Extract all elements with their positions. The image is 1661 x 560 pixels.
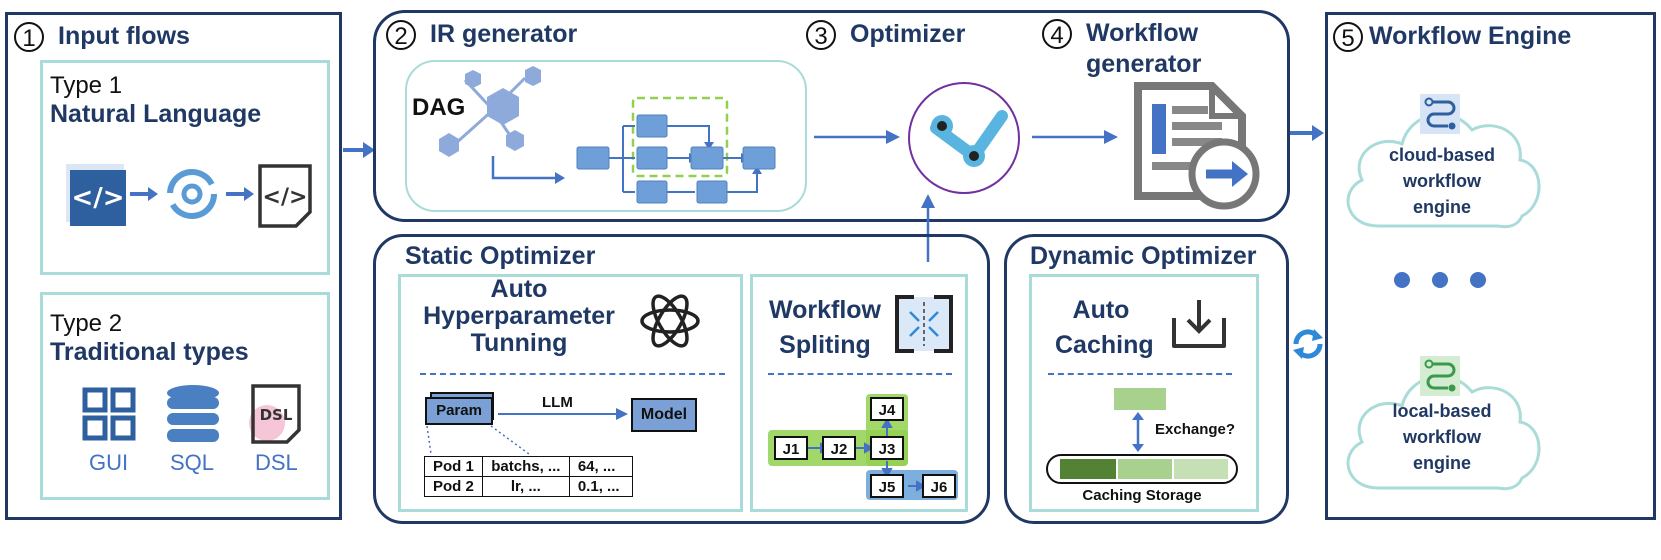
workflow-path-icon [1420, 94, 1460, 134]
local-engine-label: local-based workflow engine [1392, 401, 1492, 473]
sync-arrows-icon [1293, 329, 1323, 359]
optimizer-graph-icon [908, 82, 1020, 194]
workflow-splitting-box [750, 274, 968, 512]
static-optimizer-panel [373, 234, 990, 524]
table-row: Pod 2 lr, ... 0.1, ... [424, 476, 633, 497]
download-icon [1172, 300, 1226, 348]
llm-label: LLM [542, 394, 573, 411]
storage-segment [1060, 459, 1116, 479]
input-flows-panel [5, 12, 342, 520]
cache-item-block [1114, 388, 1166, 410]
type2-label: Type 2 [50, 310, 123, 337]
dag-box [405, 60, 807, 212]
dsl-document-icon: DSL [249, 384, 301, 444]
model-box: Model [631, 398, 697, 432]
arrow-right-icon [1290, 125, 1324, 141]
storage-segment [1118, 459, 1172, 479]
caching-storage-label: Caching Storage [1082, 487, 1202, 504]
arrow-right-icon [226, 187, 254, 201]
local-engine-shape [1346, 356, 1541, 491]
hyperparameter-table: Pod 1 batchs, ... 64, ... Pod 2 lr, ... … [424, 456, 633, 497]
dynamic-optimizer-panel [1004, 234, 1289, 524]
job-node: J2 [822, 436, 856, 460]
code-document-icon: </> [258, 164, 312, 228]
cloud-engine-shape [1346, 94, 1541, 229]
arrow-right-icon [130, 187, 158, 201]
dynamic-optimizer-title: Dynamic Optimizer [1030, 242, 1257, 270]
param-to-table-lines [426, 425, 530, 455]
auto-hyperparameter-title: Auto Hyperparameter Tunning [423, 275, 615, 357]
cloud-engine-label: cloud-based workflow engine [1388, 145, 1495, 217]
job-node: J5 [870, 474, 904, 498]
table-row: Pod 1 batchs, ... 64, ... [424, 456, 633, 477]
workflow-splitting-title: Workflow Spliting [768, 296, 882, 359]
arrow-right-icon [1032, 130, 1118, 144]
job-node: J6 [922, 474, 956, 498]
split-merge-icon [895, 295, 953, 353]
svg-text:</>: </> [263, 185, 308, 210]
svg-text:</>: </> [71, 183, 124, 213]
job-node: J3 [870, 436, 904, 460]
atom-icon [640, 294, 700, 348]
divider-dashed [768, 373, 952, 375]
type2-box [40, 292, 330, 500]
database-icon [167, 385, 219, 442]
divider-dashed [420, 373, 725, 375]
static-optimizer-title: Static Optimizer [405, 242, 596, 270]
svg-text:DSL: DSL [260, 406, 293, 424]
exchange-label: Exchange? [1155, 421, 1236, 438]
arrow-right-icon [814, 130, 900, 144]
type1-box [40, 60, 330, 275]
workflow-path-icon [1420, 356, 1460, 396]
param-box: Param [425, 397, 493, 425]
document-export-icon [1134, 82, 1260, 210]
caching-storage-bar [1046, 454, 1238, 484]
auto-caching-box [1029, 274, 1259, 512]
dag-label: DAG [412, 94, 466, 121]
dag-diagram [439, 66, 776, 204]
more-dots-icon [1394, 272, 1486, 288]
dsl-label: DSL [255, 450, 298, 475]
arrow-right-icon [343, 142, 375, 158]
type1-name: Natural Language [50, 100, 262, 128]
job-node: J1 [774, 436, 808, 460]
divider-dashed [1048, 373, 1232, 375]
auto-hyperparameter-box [398, 274, 743, 512]
pipeline-panel [373, 10, 1290, 222]
exchange-arrow-icon [1132, 412, 1144, 452]
code-icon: </> [66, 164, 126, 226]
workflow-engine-panel [1325, 12, 1656, 520]
auto-caching-title: Auto Caching [1055, 296, 1154, 359]
sql-label: SQL [170, 450, 215, 475]
type1-label: Type 1 [50, 72, 123, 99]
refresh-cycle-icon [167, 169, 217, 219]
dag-nodes [576, 114, 776, 204]
type2-name: Traditional types [50, 338, 249, 366]
hexagon-network-icon [439, 66, 541, 157]
llm-arrow [498, 408, 628, 420]
job-node: J4 [870, 397, 904, 421]
storage-segment [1174, 459, 1228, 479]
natural-language-conversion-icons: </> </> [66, 164, 312, 228]
gui-label: GUI [89, 450, 129, 475]
gui-icon [82, 387, 136, 441]
dag-edges [609, 125, 758, 193]
